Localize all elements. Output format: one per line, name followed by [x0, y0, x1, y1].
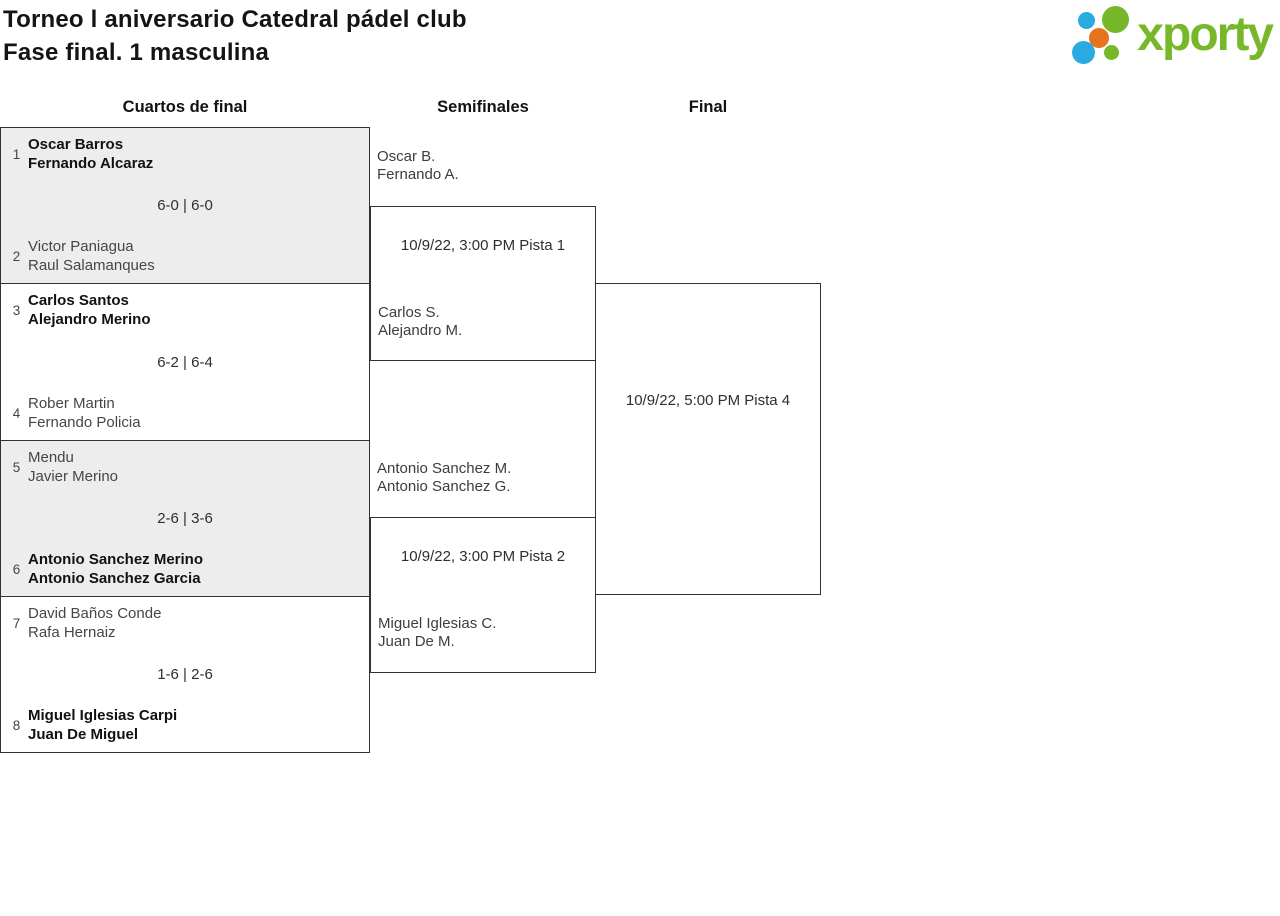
player-name: Carlos Santos [28, 292, 129, 309]
xporty-logo-dots-icon [1067, 4, 1131, 68]
quarterfinal-match-3[interactable]: 5 Mendu Javier Merino 2-6 | 3-6 6 Antoni… [0, 440, 370, 597]
page-title-line1: Torneo l aniversario Catedral pádel club [3, 6, 467, 33]
seed-number: 2 [12, 249, 21, 264]
player-name: Victor Paniagua [28, 238, 134, 255]
player-name: Fernando Alcaraz [28, 154, 154, 172]
player-name: David Baños Conde [28, 605, 162, 622]
semifinal-match-1[interactable]: 10/9/22, 3:00 PM Pista 1 Carlos S. Aleja… [370, 206, 596, 361]
team-name: Antonio Sanchez Merino Antonio Sanchez G… [28, 551, 203, 588]
match-score: 2-6 | 3-6 [157, 510, 213, 527]
player-name: Antonio Sanchez G. [377, 478, 511, 495]
semifinal2-schedule: 10/9/22, 3:00 PM Pista 2 [400, 548, 566, 565]
player-name: Mendu [28, 449, 74, 466]
player-name: Rafa Hernaiz [28, 623, 116, 641]
player-name: Oscar Barros [28, 136, 124, 153]
player-name: Alejandro M. [378, 322, 463, 339]
player-name: Alejandro Merino [28, 310, 151, 328]
player-name: Juan De Miguel [28, 725, 139, 743]
semifinal1-team-top[interactable]: Oscar B. Fernando A. [377, 148, 459, 184]
page-title: Torneo l aniversario Catedral pádel club… [3, 3, 467, 69]
xporty-logo[interactable]: xporty [1067, 4, 1274, 68]
team-name: Victor Paniagua Raul Salamanques [28, 238, 155, 275]
logo-dot-orange-icon [1089, 28, 1110, 48]
logo-dot-green-small-icon [1104, 45, 1120, 60]
qf1-team-top-row[interactable]: 1 Oscar Barros Fernando Alcaraz [1, 136, 369, 173]
seed-number: 5 [12, 460, 21, 475]
player-name: Juan De M. [378, 633, 455, 650]
team-name: Carlos Santos Alejandro Merino [28, 292, 151, 329]
player-name: Miguel Iglesias Carpi [28, 707, 178, 724]
player-name: Antonio Sanchez Merino [28, 551, 204, 568]
seed-number: 1 [12, 147, 21, 162]
player-name: Fernando A. [377, 166, 459, 183]
semifinal2-team-bottom[interactable]: Miguel Iglesias C. Juan De M. [378, 615, 496, 651]
qf2-team-top-row[interactable]: 3 Carlos Santos Alejandro Merino [1, 292, 369, 329]
qf4-team-top-row[interactable]: 7 David Baños Conde Rafa Hernaiz [1, 605, 369, 642]
qf3-team-top-row[interactable]: 5 Mendu Javier Merino [1, 449, 369, 486]
player-name: Rober Martin [28, 395, 115, 412]
team-name: Miguel Iglesias Carpi Juan De Miguel [28, 707, 177, 744]
final-schedule: 10/9/22, 5:00 PM Pista 4 [625, 392, 791, 409]
logo-dot-blue-large-icon [1072, 41, 1096, 64]
player-name: Carlos S. [378, 304, 440, 321]
seed-number: 4 [12, 406, 21, 421]
quarterfinal-match-2[interactable]: 3 Carlos Santos Alejandro Merino 6-2 | 6… [0, 283, 370, 441]
player-name: Raul Salamanques [28, 256, 155, 274]
xporty-logo-text: xporty [1137, 8, 1274, 61]
semifinal1-team-bottom[interactable]: Carlos S. Alejandro M. [378, 304, 462, 340]
semifinal-match-2[interactable]: 10/9/22, 3:00 PM Pista 2 Miguel Iglesias… [370, 517, 596, 673]
player-name: Antonio Sanchez M. [377, 460, 512, 477]
seed-number: 8 [12, 718, 21, 733]
round-header-final: Final [688, 98, 728, 116]
semifinal2-team-top[interactable]: Antonio Sanchez M. Antonio Sanchez G. [377, 460, 511, 496]
team-name: Mendu Javier Merino [28, 449, 118, 486]
round-header-semifinales: Semifinales [437, 98, 529, 116]
quarterfinal-match-4[interactable]: 7 David Baños Conde Rafa Hernaiz 1-6 | 2… [0, 596, 370, 753]
page-title-line2: Fase final. 1 masculina [3, 39, 270, 66]
logo-dot-blue-small-icon [1078, 12, 1096, 29]
qf2-team-bottom-row[interactable]: 4 Rober Martin Fernando Policia [1, 395, 369, 432]
semifinal1-schedule: 10/9/22, 3:00 PM Pista 1 [400, 237, 566, 254]
player-name: Oscar B. [377, 148, 436, 165]
qf3-team-bottom-row[interactable]: 6 Antonio Sanchez Merino Antonio Sanchez… [1, 551, 369, 588]
team-name: Oscar Barros Fernando Alcaraz [28, 136, 153, 173]
seed-number: 3 [12, 303, 21, 318]
qf4-team-bottom-row[interactable]: 8 Miguel Iglesias Carpi Juan De Miguel [1, 707, 369, 744]
team-name: Rober Martin Fernando Policia [28, 395, 141, 432]
round-header-cuartos-de-final: Cuartos de final [122, 98, 248, 116]
match-score: 6-0 | 6-0 [157, 197, 213, 214]
qf1-team-bottom-row[interactable]: 2 Victor Paniagua Raul Salamanques [1, 238, 369, 275]
player-name: Antonio Sanchez Garcia [28, 569, 201, 587]
player-name: Fernando Policia [28, 413, 141, 431]
quarterfinal-match-1[interactable]: 1 Oscar Barros Fernando Alcaraz 6-0 | 6-… [0, 127, 370, 284]
player-name: Miguel Iglesias C. [378, 615, 497, 632]
final-match[interactable]: 10/9/22, 5:00 PM Pista 4 [595, 283, 821, 595]
seed-number: 6 [12, 562, 21, 577]
match-score: 1-6 | 2-6 [157, 666, 213, 683]
player-name: Javier Merino [28, 467, 119, 485]
match-score: 6-2 | 6-4 [157, 353, 213, 371]
team-name: David Baños Conde Rafa Hernaiz [28, 605, 161, 642]
seed-number: 7 [12, 616, 21, 631]
logo-dot-green-large-icon [1102, 6, 1130, 33]
